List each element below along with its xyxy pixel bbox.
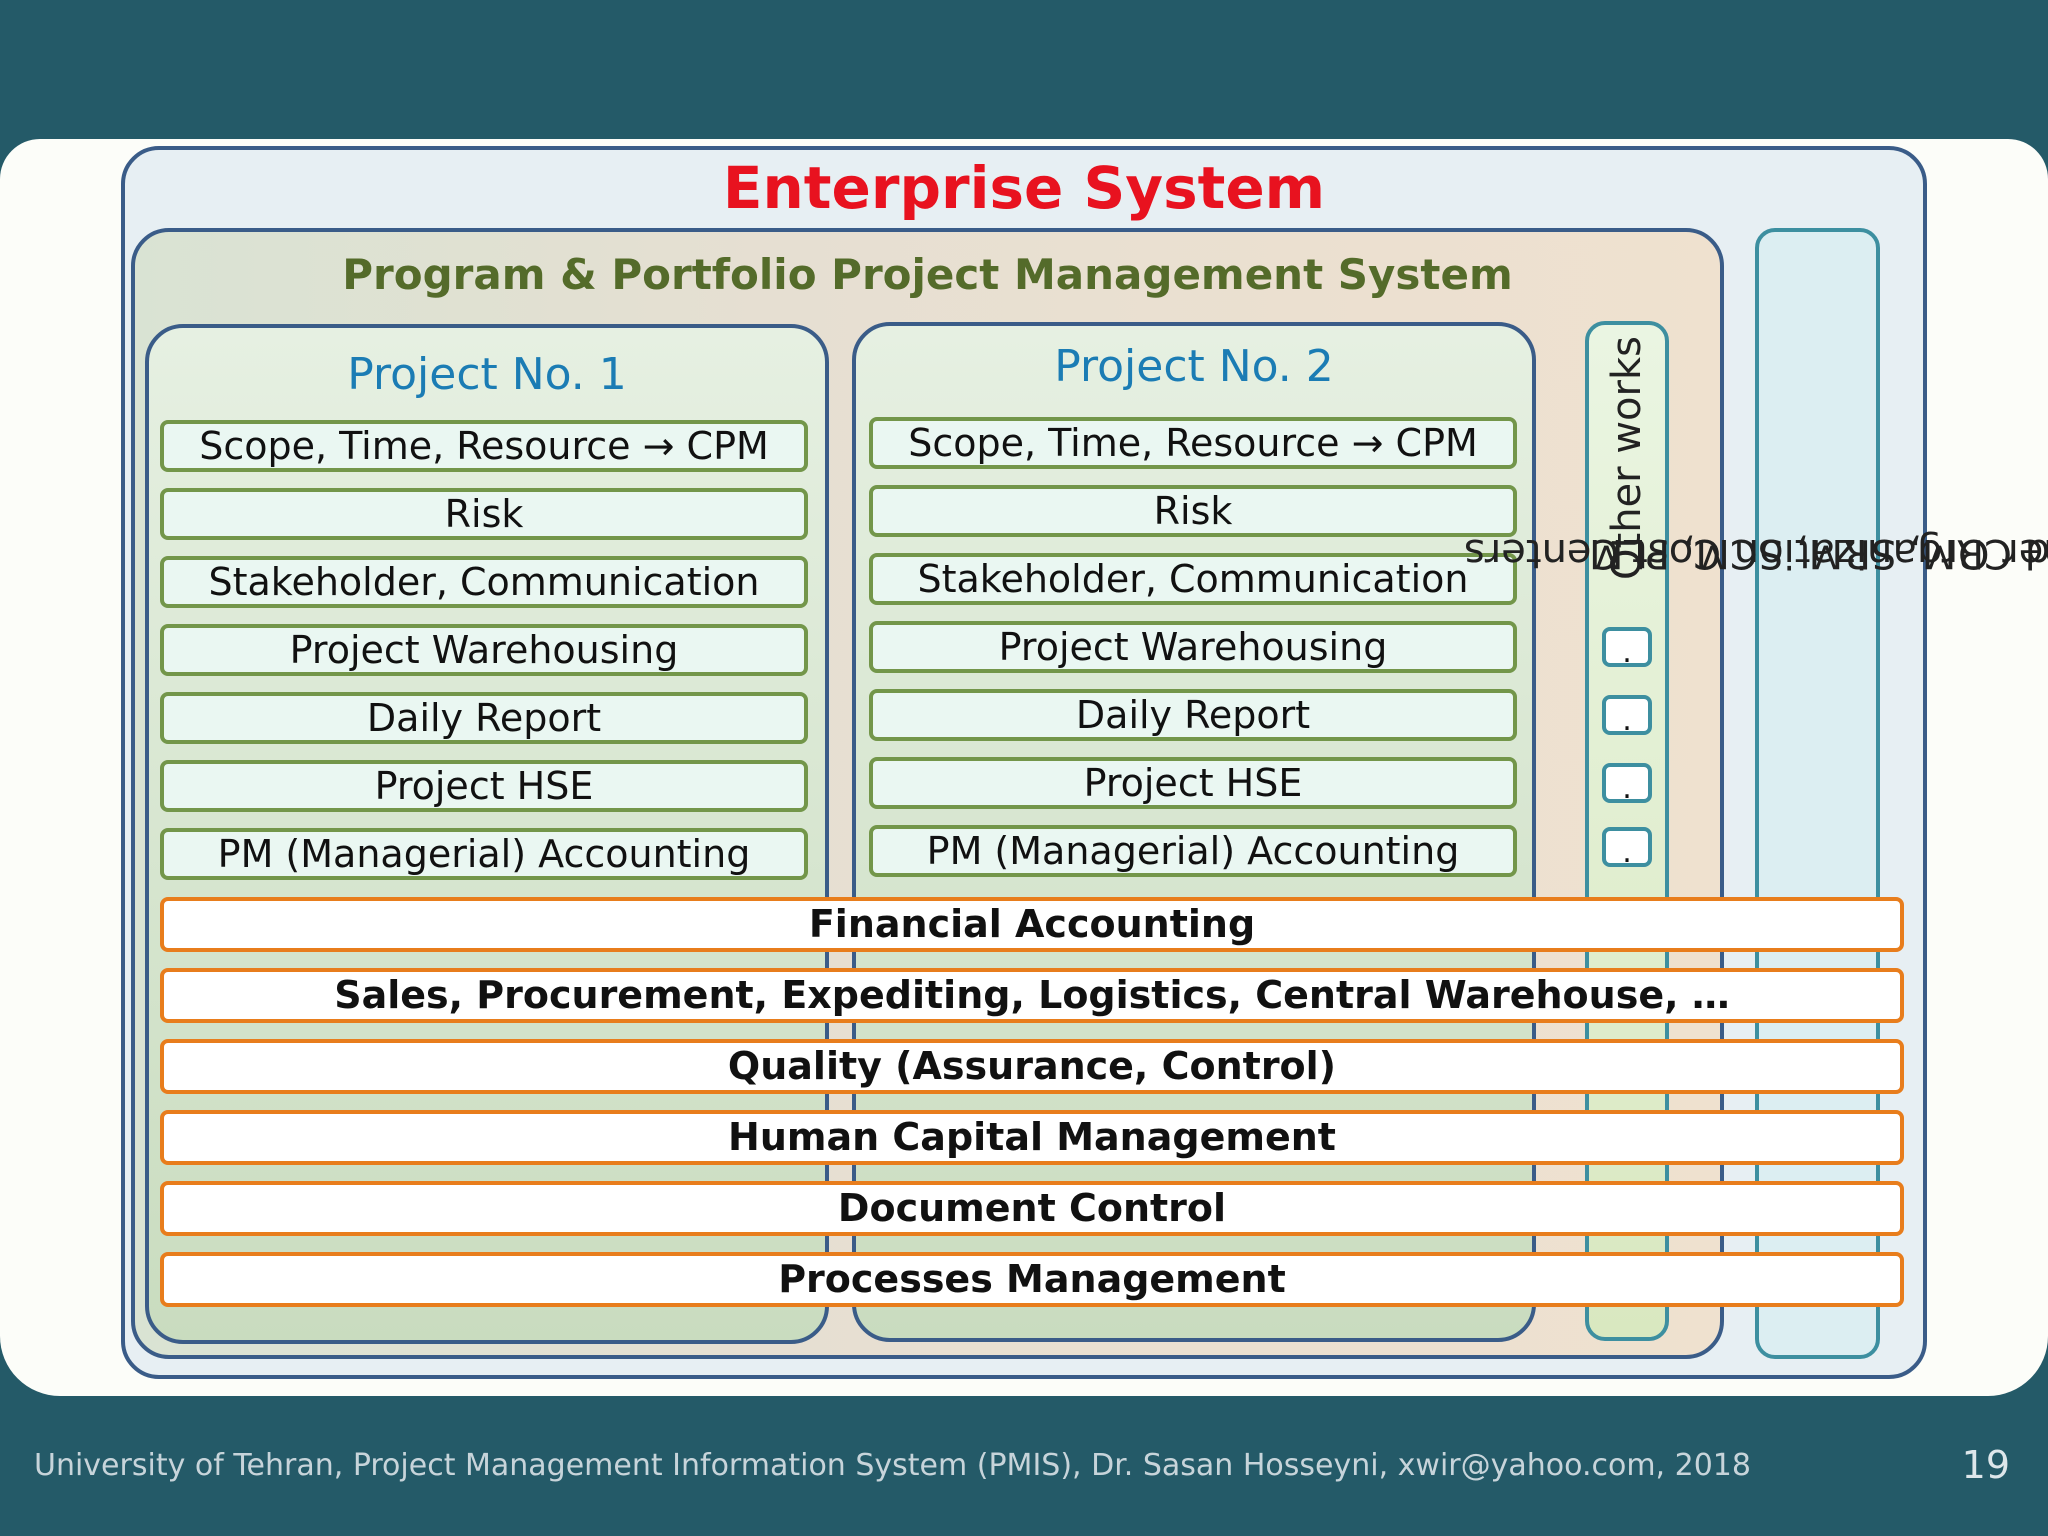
project-2-item-scope: Scope, Time, Resource → CPM [869,417,1517,469]
module-document-control: Document Control [160,1181,1904,1236]
project-1-item-risk: Risk [160,488,808,540]
other-works-item: . [1602,695,1652,738]
project-2-item-warehousing: Project Warehousing [869,621,1517,673]
module-human-capital: Human Capital Management [160,1110,1904,1165]
module-quality: Quality (Assurance, Control) [160,1039,1904,1094]
enterprise-system-title: Enterprise System [722,154,1326,222]
project-2-item-accounting: PM (Managerial) Accounting [869,825,1517,877]
other-organization-label-wrap: Other Organization Cost CentersAnd CRM, … [1464,248,2048,858]
project-2-item-stakeholder: Stakeholder, Communication [869,553,1517,605]
module-processes-management: Processes Management [160,1252,1904,1307]
module-financial-accounting: Financial Accounting [160,897,1904,952]
other-organization-box [1755,228,1880,1359]
module-sales-procurement: Sales, Procurement, Expediting, Logistic… [160,968,1904,1023]
project-2-title: Project No. 2 [1054,341,1334,392]
project-1-item-stakeholder: Stakeholder, Communication [160,556,808,608]
other-works-item: . [1602,827,1652,870]
project-1-item-daily-report: Daily Report [160,692,808,744]
other-works-item: . [1602,763,1652,806]
other-organization-line-2: And CRM, SRM, SCM, PLM [1588,530,2048,577]
project-2-item-risk: Risk [869,485,1517,537]
project-1-title: Project No. 1 [347,349,627,400]
project-2-item-hse: Project HSE [869,757,1517,809]
project-1-item-warehousing: Project Warehousing [160,624,808,676]
project-1-item-scope: Scope, Time, Resource → CPM [160,420,808,472]
ppm-system-title: Program & Portfolio Project Management S… [342,250,1513,299]
project-1-item-hse: Project HSE [160,760,808,812]
project-2-item-daily-report: Daily Report [869,689,1517,741]
other-organization-label: Other Organization Cost CentersAnd CRM, … [1464,227,2048,879]
page-number: 19 [1961,1443,2010,1487]
project-1-item-accounting: PM (Managerial) Accounting [160,828,808,880]
other-works-item: . [1602,627,1652,670]
footer-text: University of Tehran, Project Management… [34,1448,1751,1483]
